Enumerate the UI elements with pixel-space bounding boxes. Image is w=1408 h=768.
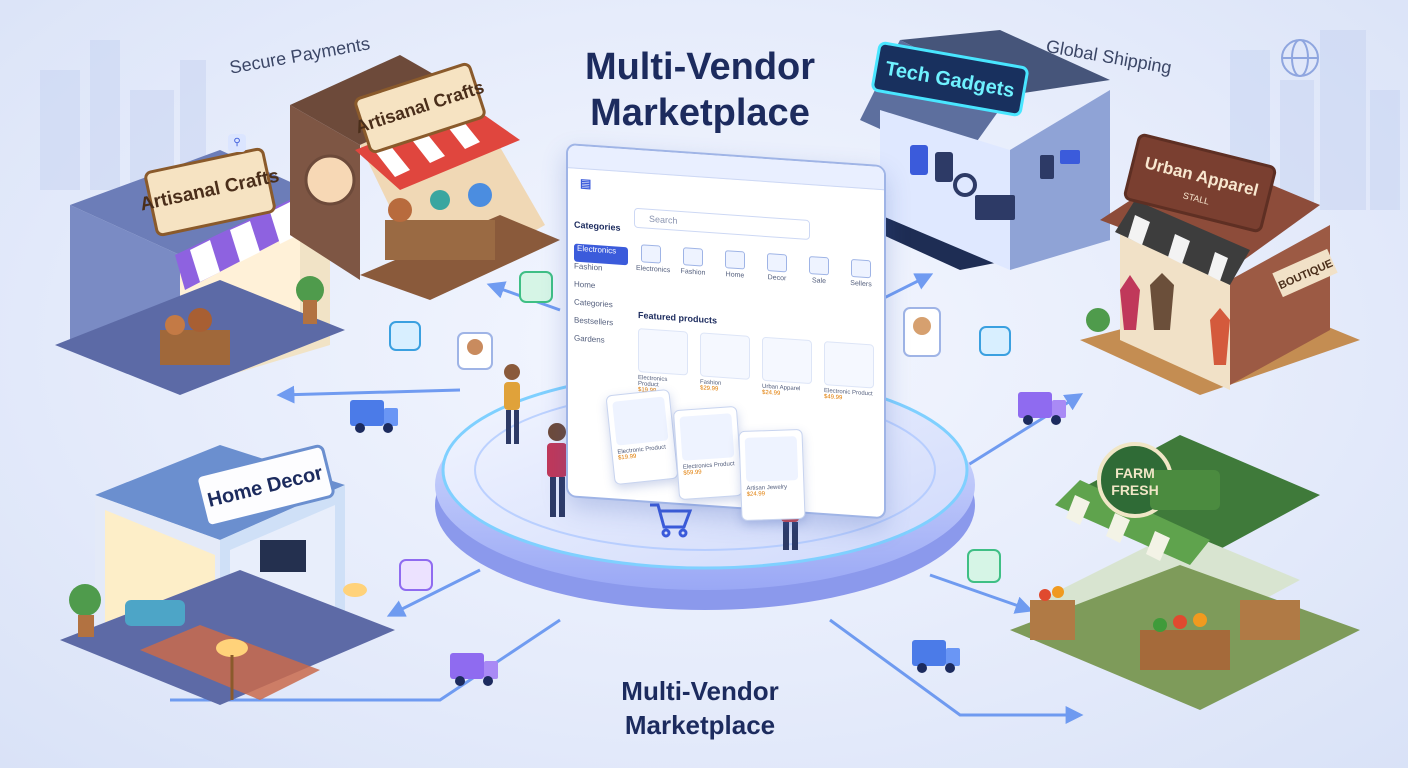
delivery-trucks <box>350 392 1066 686</box>
truck-bottom-left <box>450 653 498 686</box>
jewelry-image <box>744 436 799 482</box>
cart-badge-green-top <box>519 271 553 303</box>
tshirt-image <box>762 336 812 385</box>
category-sidebar: Categories Electronics Fashion Home Cate… <box>574 220 628 356</box>
category-tile[interactable]: Decor <box>762 253 792 283</box>
globe-icon <box>1281 39 1319 77</box>
shopping-cart-icon <box>650 503 693 538</box>
featured-heading: Featured products <box>638 310 718 326</box>
cart-badge-purple-left <box>399 559 433 591</box>
truck-bottom-right <box>912 640 960 673</box>
laptop-icon <box>641 244 661 264</box>
category-icons-row: Electronics Fashion Home Decor Sale Sell… <box>636 244 876 289</box>
sale-tag-icon <box>809 255 829 276</box>
truck-right <box>1018 392 1066 425</box>
arrow-to-home <box>386 568 481 617</box>
house-icon <box>767 253 787 273</box>
laptop-image <box>638 328 688 376</box>
shirt-icon <box>683 247 703 267</box>
product-card[interactable]: Electronic Product$49.99 <box>824 341 874 409</box>
tablet-image <box>612 396 669 446</box>
search-icon[interactable]: ⚲ <box>228 134 246 152</box>
store-logo-icon: ▤ <box>580 175 592 191</box>
floating-product-card[interactable]: Electronics Product$59.99 <box>672 405 744 501</box>
dress-image <box>700 332 750 380</box>
cart-badge-green-right <box>967 549 1001 583</box>
shopper-woman-phone <box>504 364 520 444</box>
arrow-to-tech <box>879 273 934 302</box>
truck-left <box>350 400 398 433</box>
artisanal-crafts-store-back <box>290 55 560 300</box>
category-tile[interactable]: Home <box>720 250 750 280</box>
cart-badge-blue-left <box>389 321 421 351</box>
category-tile[interactable]: Sale <box>804 255 834 286</box>
urban-apparel-store <box>1080 133 1360 395</box>
product-card[interactable]: Electronics Product$19.99 <box>638 328 688 396</box>
shopper-man-tablet <box>547 423 567 517</box>
phone-image <box>679 413 735 461</box>
sidebar-heading: Categories <box>574 219 621 233</box>
sign-farm-line2: FRESH <box>1111 482 1158 498</box>
cart-badges <box>389 271 1011 591</box>
sidebar-item-5[interactable]: Gardens <box>574 333 605 345</box>
cart-badge-blue-right <box>979 326 1011 356</box>
product-card[interactable]: Fashion$29.99 <box>700 332 750 400</box>
floating-product-card[interactable]: Artisan Jewelry$24.99 <box>738 428 806 522</box>
tech-gadgets-store <box>850 30 1110 270</box>
artisanal-crafts-store-left <box>55 147 345 395</box>
lamp-icon <box>725 250 745 270</box>
laptop-image <box>824 341 874 389</box>
category-tile[interactable]: Sellers <box>846 258 876 289</box>
arrow-to-farm <box>929 573 1034 614</box>
category-tile[interactable]: Electronics <box>636 244 670 274</box>
search-input[interactable]: Search <box>634 207 810 241</box>
floating-product-card[interactable]: Electronic Product$19.99 <box>605 388 679 486</box>
arrow-to-left-store <box>276 385 461 404</box>
category-tile[interactable]: Fashion <box>678 247 708 277</box>
arrow-bottom-right <box>829 618 1084 724</box>
page-title: Multi-Vendor Marketplace <box>584 46 816 134</box>
sellers-grid-icon <box>851 258 871 279</box>
farm-fresh-store <box>1010 435 1360 710</box>
product-card[interactable]: Urban Apparel$24.99 <box>762 336 812 405</box>
home-decor-store <box>60 444 395 705</box>
featured-products-row: Electronics Product$19.99 Fashion$29.99 … <box>638 328 874 410</box>
bottom-caption: Multi-Vendor Marketplace <box>621 676 779 740</box>
sign-farm-line1: FARM <box>1115 465 1155 481</box>
